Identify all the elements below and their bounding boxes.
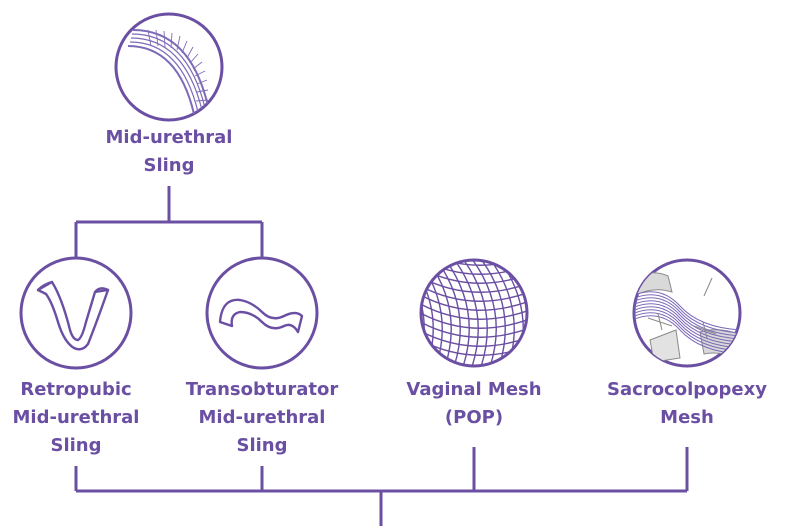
label-line: Sling [89, 152, 249, 180]
connectors [76, 186, 687, 526]
label-line: Transobturator [172, 376, 352, 404]
label-line: Mid-urethral [89, 124, 249, 152]
label-line: Sacrocolpopexy [597, 376, 777, 404]
vaginal-mesh-label: Vaginal Mesh (POP) [389, 376, 559, 432]
retropubic-sling-label: Retropubic Mid-urethral Sling [0, 376, 152, 460]
label-line: Mesh [597, 404, 777, 432]
label-line: Mid-urethral [172, 404, 352, 432]
transobturator-sling-label: Transobturator Mid-urethral Sling [172, 376, 352, 460]
label-line: Mid-urethral [0, 404, 152, 432]
label-line: Sling [0, 432, 152, 460]
sacrocolpopexy-mesh-label: Sacrocolpopexy Mesh [597, 376, 777, 432]
label-line: Retropubic [0, 376, 152, 404]
retropubic-sling-icon [21, 258, 131, 368]
mesh-grid-icon [348, 190, 540, 380]
label-line: (POP) [389, 404, 559, 432]
mid-urethral-sling-label: Mid-urethral Sling [89, 124, 249, 180]
label-line: Sling [172, 432, 352, 460]
sacrocolpopexy-mesh-icon [630, 260, 744, 366]
transobturator-sling-icon [207, 258, 317, 368]
curved-mesh-strip-icon [116, 14, 222, 120]
label-line: Vaginal Mesh [389, 376, 559, 404]
